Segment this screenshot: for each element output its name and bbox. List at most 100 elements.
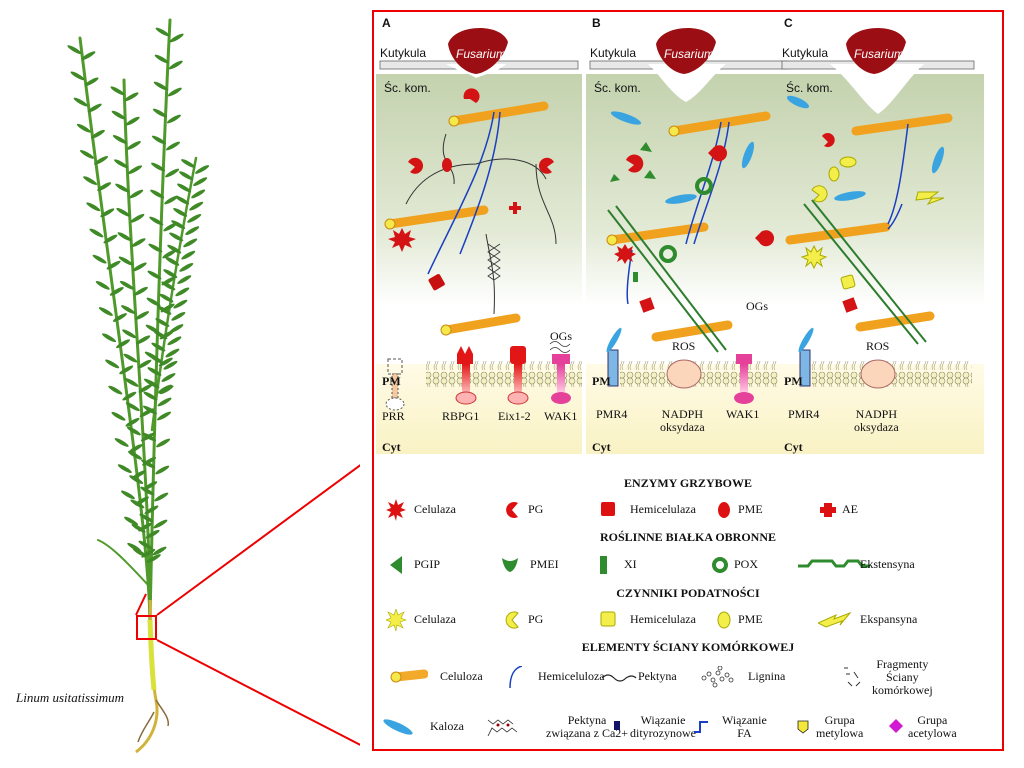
- cell-wall-label: Śc. kom.: [786, 81, 833, 95]
- leaf: [122, 329, 137, 339]
- leaf: [119, 365, 134, 375]
- legend-heading-plant-defense: ROŚLINNE BIAŁKA OBRONNE: [599, 530, 777, 544]
- leaf: [105, 359, 120, 369]
- receptor-prr-label: PRR: [382, 409, 405, 423]
- leaf: [129, 189, 144, 199]
- leaf: [128, 165, 143, 175]
- legend-label: AE: [842, 502, 858, 516]
- methyl-group-icon: [797, 720, 809, 734]
- leaf: [155, 318, 170, 327]
- legend-label: PMEI: [530, 557, 559, 571]
- fusarium-icon: [656, 27, 716, 74]
- leaf: [103, 234, 118, 244]
- green-ring-icon: [712, 557, 728, 573]
- legend-label: Hemiceluloza: [538, 669, 605, 683]
- leaf: [166, 141, 180, 151]
- legend-label-line: Grupa: [824, 713, 855, 727]
- yellow-pacman-icon: [505, 611, 519, 629]
- leaf: [132, 548, 147, 557]
- acetyl-group-icon: [889, 719, 903, 733]
- leaf: [145, 379, 160, 389]
- leaf: [193, 177, 208, 187]
- panel-a-letter: A: [382, 16, 391, 30]
- leaf: [153, 330, 168, 340]
- legend-label-line: związana z Ca2+: [546, 726, 629, 740]
- callose-icon: [383, 719, 413, 735]
- nadph-label: NADPH: [855, 407, 897, 421]
- leaf: [173, 208, 188, 217]
- legend-label-line: metylowa: [816, 726, 864, 740]
- leaf: [163, 269, 178, 278]
- leaf: [138, 540, 153, 550]
- ros-label: ROS: [672, 339, 696, 353]
- leaf: [143, 391, 158, 401]
- leaf: [130, 499, 145, 509]
- leaf: [108, 385, 123, 395]
- legend-label: Pektyna: [638, 669, 677, 683]
- legend-label: XI: [624, 557, 637, 571]
- cell-wall-label: Śc. kom.: [384, 81, 431, 95]
- leaf: [102, 333, 117, 343]
- leaf: [152, 135, 166, 145]
- leaf: [124, 378, 139, 387]
- leaf: [179, 171, 194, 181]
- panel-c-drawing: [778, 27, 984, 454]
- leaf: [163, 222, 178, 232]
- leaf: [125, 402, 140, 412]
- leaf: [189, 201, 204, 211]
- leaf: [137, 359, 152, 369]
- leaf: [179, 263, 194, 272]
- leaf: [126, 426, 141, 436]
- leaf: [166, 114, 181, 124]
- legend-label: Hemicelulaza: [630, 612, 696, 626]
- legend-label: Lignina: [748, 669, 786, 683]
- leaf: [95, 280, 110, 290]
- leaf: [155, 27, 170, 37]
- leaf: [138, 384, 153, 393]
- red-oval-icon: [718, 502, 730, 518]
- panel-b-letter: B: [592, 16, 601, 30]
- leaf: [183, 238, 198, 248]
- red-square-icon: [601, 502, 615, 516]
- legend-label-line: Pektyna: [567, 713, 607, 727]
- receptor-pmr4-label: PMR4: [788, 407, 820, 421]
- leaf: [157, 397, 172, 407]
- leaf: [133, 286, 148, 296]
- leaf: [136, 335, 151, 345]
- leaf: [124, 516, 139, 526]
- yellow-oval-icon: [717, 611, 731, 629]
- leaf: [119, 280, 134, 290]
- leaf: [163, 360, 178, 370]
- leaf: [151, 162, 166, 172]
- pathogen-label: Fusarium: [664, 47, 715, 61]
- leaf: [167, 336, 182, 346]
- legend-label: Celulaza: [414, 612, 456, 626]
- leaf: [84, 77, 99, 87]
- receptor-eix-label: Eix1-2: [498, 409, 531, 423]
- leaf: [153, 519, 168, 529]
- legend-label: Celuloza: [440, 669, 483, 683]
- leaf: [116, 207, 131, 217]
- receptor-wak1-label: WAK1: [726, 407, 760, 421]
- panel-a: A Kutykula Fusarium Śc. kom. OGs PM PRR …: [376, 14, 582, 454]
- leaf: [171, 220, 186, 229]
- leaf: [171, 311, 186, 321]
- zoom-line-bottom: [156, 639, 360, 746]
- leaf: [161, 281, 176, 291]
- fusarium-icon: [846, 27, 906, 74]
- receptors-a: [385, 341, 571, 411]
- leaf: [169, 324, 184, 333]
- leaf: [132, 262, 147, 272]
- leaf: [146, 297, 161, 307]
- pm-label: PM: [382, 374, 401, 388]
- receptor-rbpg1-label: RBPG1: [442, 409, 480, 423]
- leaf: [147, 367, 162, 376]
- cell-wall-label: Śc. kom.: [594, 81, 641, 95]
- nadph-label: NADPH: [661, 407, 703, 421]
- leaf: [129, 475, 144, 484]
- green-triangle-icon: [390, 556, 402, 574]
- legend-label: Celulaza: [414, 502, 456, 516]
- legend-heading-wall-elements: ELEMENTY ŚCIANY KOMÓRKOWEJ: [581, 640, 795, 654]
- legend-label: Ekspansyna: [860, 612, 918, 626]
- leaf: [120, 490, 135, 500]
